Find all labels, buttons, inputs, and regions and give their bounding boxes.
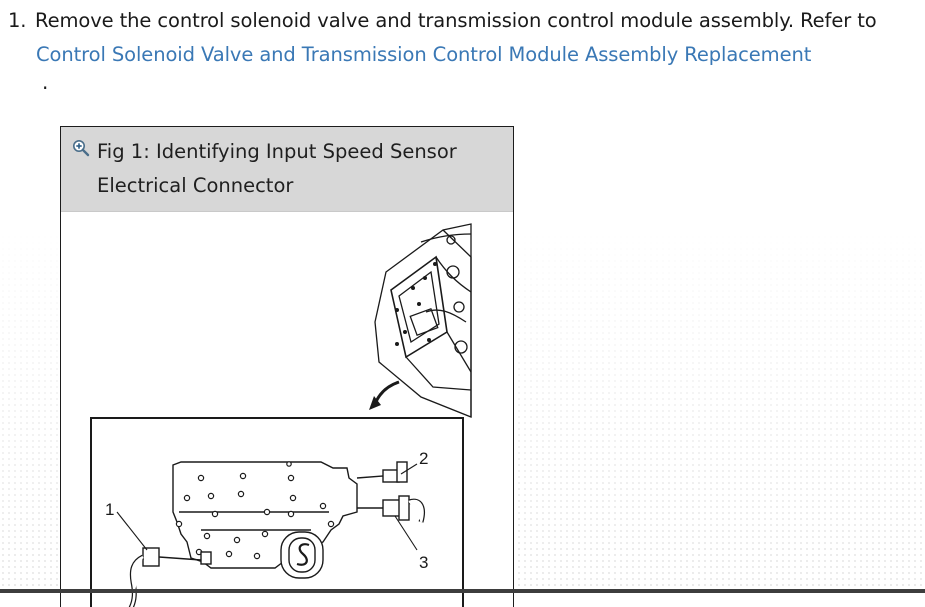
valve-holes: [175, 461, 335, 560]
callout-2: 2: [419, 449, 428, 468]
connector-2: [356, 461, 408, 483]
step-text: Remove the control solenoid valve and tr…: [35, 9, 877, 32]
callout-1: 1: [105, 500, 114, 519]
connector-3: [357, 495, 425, 523]
callout-3: 3: [419, 553, 428, 572]
technical-drawing: 1 2 3: [90, 223, 472, 607]
step-number: 1.: [8, 9, 27, 32]
step-link-line: Control Solenoid Valve and Transmission …: [8, 38, 923, 72]
replacement-procedure-link[interactable]: Control Solenoid Valve and Transmission …: [36, 43, 812, 66]
step-line: 1. Remove the control solenoid valve and …: [8, 4, 923, 38]
callout-leaders: [116, 463, 418, 551]
procedure-step: 1. Remove the control solenoid valve and …: [8, 4, 923, 72]
solenoid-valve-body: [172, 461, 358, 579]
transmission-holes: [395, 262, 437, 346]
figure-caption: Fig 1: Identifying Input Speed Sensor El…: [97, 140, 457, 197]
zoom-in-icon[interactable]: [72, 139, 90, 157]
figure-box: Fig 1: Identifying Input Speed Sensor El…: [60, 126, 514, 607]
figure-header: Fig 1: Identifying Input Speed Sensor El…: [61, 127, 513, 212]
solenoid-s-mark: [296, 543, 310, 566]
detail-arrow: [373, 380, 400, 405]
bottom-divider: [0, 589, 925, 593]
step-trailing-period: .: [42, 70, 49, 94]
